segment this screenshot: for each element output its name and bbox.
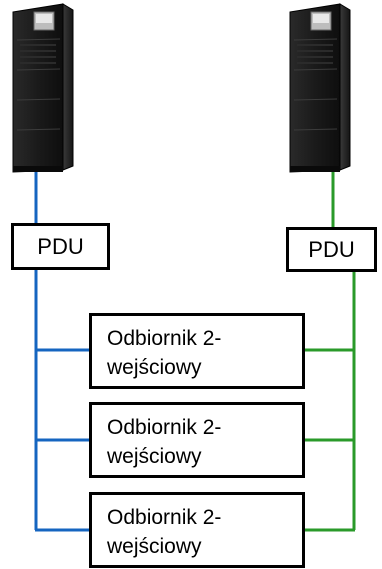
load-3-line1: Odbiornik 2- <box>107 506 222 529</box>
load-box-2: Odbiornik 2- wejściowy <box>89 402 305 478</box>
load-3-line2: wejściowy <box>107 535 202 558</box>
ups-cabinet-right-icon <box>289 3 351 173</box>
load-box-1: Odbiornik 2- wejściowy <box>89 313 305 389</box>
right-feed-lines <box>304 172 356 532</box>
pdu-left-box: PDU <box>11 223 110 270</box>
pdu-right-label: PDU <box>308 236 355 262</box>
load-2-line2: wejściowy <box>107 445 202 468</box>
ups-cabinet-left-icon <box>12 3 74 173</box>
load-1-line1: Odbiornik 2- <box>107 327 222 350</box>
left-feed-lines <box>34 172 90 532</box>
pdu-right-box: PDU <box>286 227 377 272</box>
load-2-line1: Odbiornik 2- <box>107 416 222 439</box>
pdu-left-label: PDU <box>37 233 84 259</box>
load-1-line2: wejściowy <box>107 356 202 379</box>
load-box-3: Odbiornik 2- wejściowy <box>89 492 305 568</box>
